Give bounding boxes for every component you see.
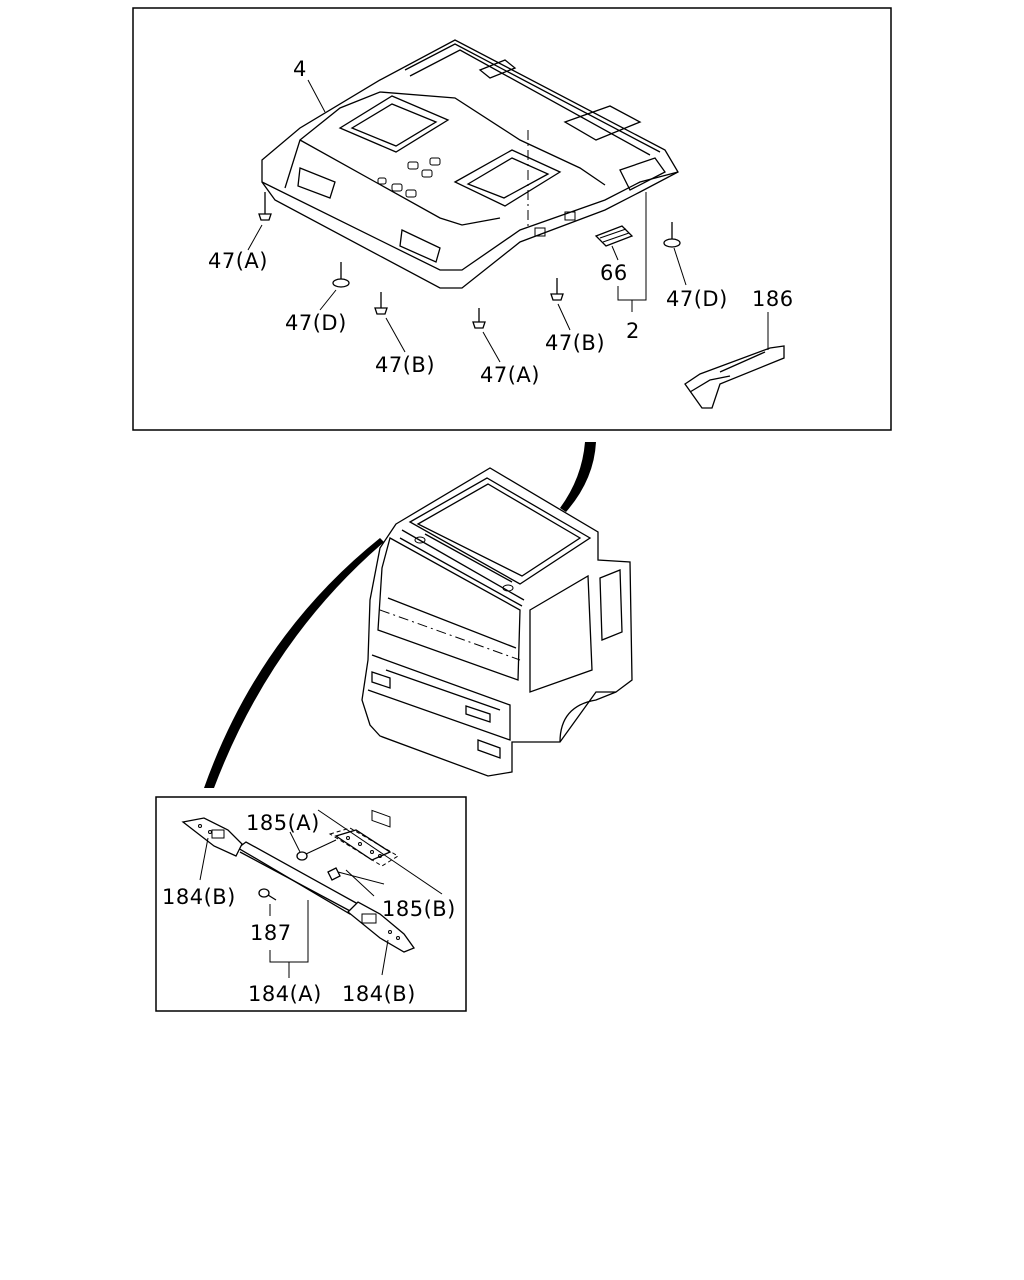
callout-184b-left: 184(B) (162, 885, 236, 909)
screw-47a-left (258, 192, 272, 221)
end-cap-184b-right-drawing (347, 901, 416, 953)
callout-4: 4 (293, 57, 307, 81)
callout-47b-right: 47(B) (545, 331, 605, 355)
truck-cab-drawing (204, 442, 633, 828)
bracket-plate-drawing (328, 827, 399, 867)
roof-detail-panel: 4 47(A) 47(D) 47(B) 47(A) 47(B) 47(D) 66… (132, 7, 892, 431)
screw-47b-right (550, 278, 564, 301)
roof-leader-lines (247, 79, 769, 363)
screw-47d-right (663, 222, 681, 248)
callout-184a: 184(A) (248, 982, 322, 1006)
molding-leader-lines (199, 809, 443, 978)
molding-detail-panel: 185(A) 185(B) 184(B) 187 184(A) 184(B) (155, 796, 467, 1012)
callout-185b: 185(B) (382, 897, 456, 921)
callout-2: 2 (626, 319, 640, 343)
clip-185b-drawing (327, 867, 385, 885)
callout-47a-left: 47(A) (208, 249, 268, 273)
callout-185a: 185(A) (246, 811, 320, 835)
pad-66-drawing (594, 225, 634, 247)
pointer-to-molding-detail (204, 538, 384, 788)
screw-47b-left (374, 292, 388, 315)
end-cap-184b-left-drawing (181, 817, 243, 857)
screw-47a-center (472, 308, 486, 329)
callout-187: 187 (250, 921, 292, 945)
roof-detail-frame (132, 7, 892, 431)
fastener-187-drawing (258, 888, 277, 901)
molding-detail-frame (155, 796, 467, 1012)
roof-panel-drawing (261, 39, 679, 289)
callout-47a-center: 47(A) (480, 363, 540, 387)
trim-186-drawing (684, 345, 785, 409)
callout-47d-left: 47(D) (285, 311, 347, 335)
callout-184b-right: 184(B) (342, 982, 416, 1006)
callout-47d-right: 47(D) (666, 287, 728, 311)
screw-47d-left (332, 262, 350, 288)
callout-47b-left: 47(B) (375, 353, 435, 377)
callout-66: 66 (600, 261, 628, 285)
clip-185a-drawing (296, 839, 337, 861)
callout-186: 186 (752, 287, 794, 311)
pointer-to-roof-detail (560, 442, 596, 512)
